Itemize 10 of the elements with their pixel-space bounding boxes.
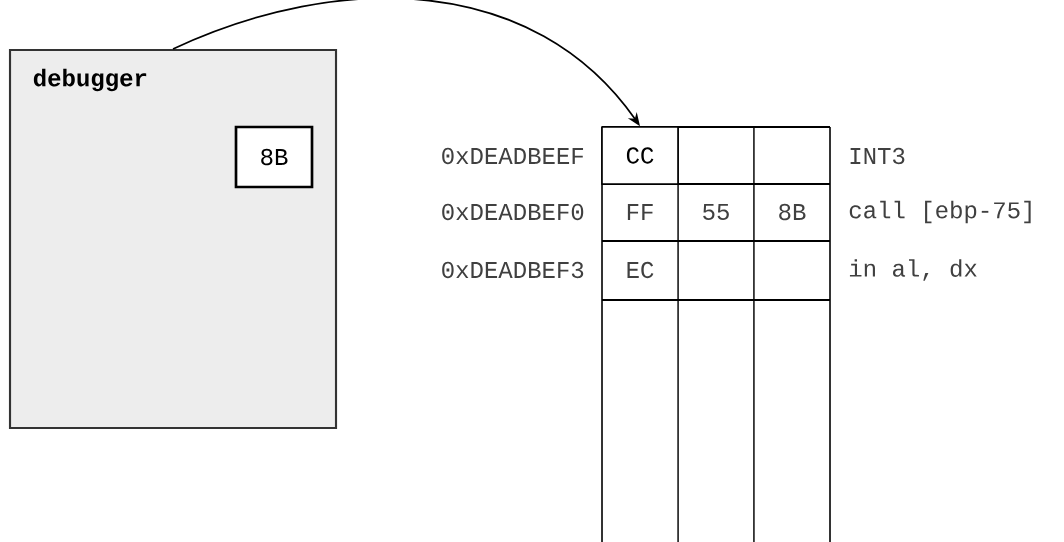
address-label: 0xDEADBEF3 (442, 261, 584, 279)
instruction-label: in al, dx (849, 259, 977, 281)
memory-cell: CC (601, 126, 679, 185)
instruction-label: call [ebp-75] (849, 200, 1031, 224)
byte-value: 8B (779, 203, 806, 221)
byte-value: EC (627, 261, 654, 279)
instruction-label: INT3 (850, 147, 905, 165)
memory-box: 8B (234, 125, 314, 189)
address-label: 0xDEADBEF0 (442, 203, 584, 221)
byte-value: 55 (703, 203, 729, 220)
